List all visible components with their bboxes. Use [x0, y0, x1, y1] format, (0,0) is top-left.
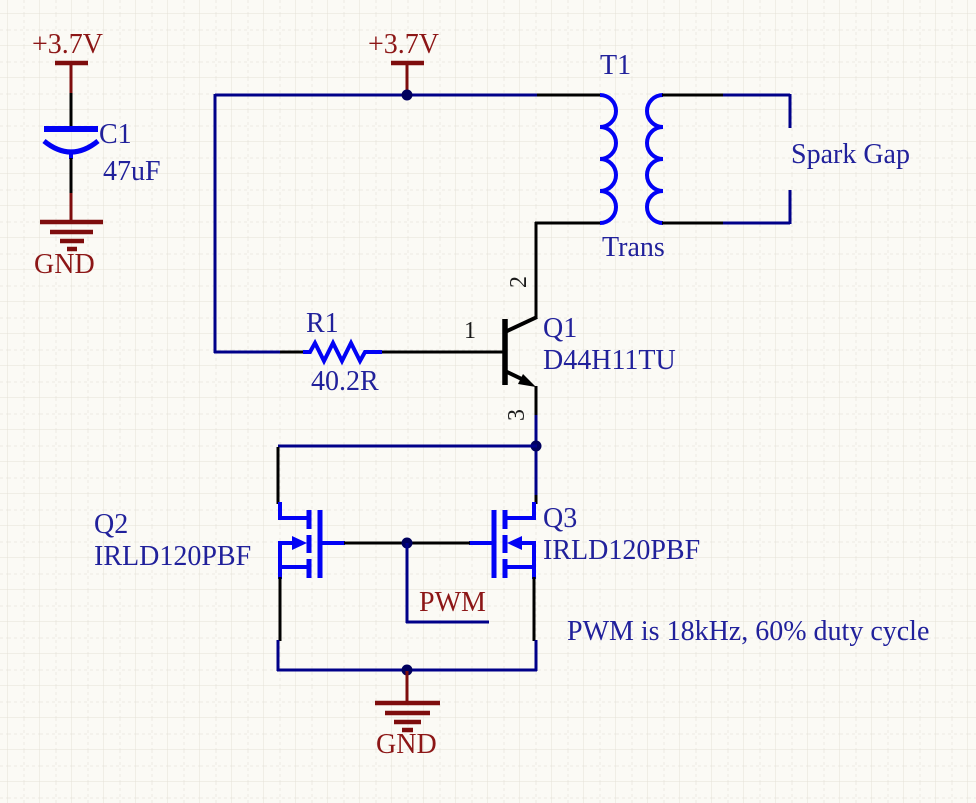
pwm-note[interactable]: PWM is 18kHz, 60% duty cycle	[567, 616, 930, 647]
gnd-bottom-label[interactable]: GND	[376, 729, 437, 760]
q1-pin-base-number: 1	[464, 318, 476, 344]
junction-gnd-rail	[401, 664, 413, 676]
r1-value[interactable]: 40.2R	[311, 366, 379, 397]
transformer-t1-symbol[interactable]	[535, 93, 724, 225]
q1-pin-emitter-number: 3	[504, 409, 530, 421]
resistor-r1-symbol[interactable]	[280, 338, 506, 366]
capacitor-c1-symbol[interactable]	[42, 93, 100, 194]
gnd-symbol-left[interactable]	[40, 193, 103, 252]
transistor-q1-symbol[interactable]	[502, 222, 538, 416]
gnd-left-label[interactable]: GND	[34, 249, 95, 280]
wire-spark-gap[interactable]	[723, 93, 792, 225]
wire-mosfet-top-rail[interactable]	[276, 444, 537, 504]
vcc-symbol-left[interactable]	[55, 60, 88, 95]
q3-designator[interactable]: Q3	[543, 503, 578, 534]
c1-value[interactable]: 47uF	[103, 156, 161, 187]
r1-designator[interactable]: R1	[306, 308, 339, 339]
q1-value[interactable]: D44H11TU	[543, 345, 676, 376]
junction-vcc-rail	[401, 89, 413, 101]
mosfet-q2-symbol[interactable]	[278, 502, 345, 579]
q2-value[interactable]: IRLD120PBF	[94, 541, 252, 572]
gnd-symbol-bottom[interactable]	[375, 671, 440, 733]
vcc-center-label[interactable]: +3.7V	[368, 29, 440, 60]
t1-value[interactable]: Trans	[602, 232, 665, 263]
q1-designator[interactable]: Q1	[543, 313, 578, 344]
q2-designator[interactable]: Q2	[94, 509, 129, 540]
q3-value[interactable]: IRLD120PBF	[543, 535, 701, 566]
vcc-symbol-center[interactable]	[391, 60, 424, 94]
pwm-net-label[interactable]: PWM	[419, 587, 486, 618]
q1-pin-collector-number: 2	[506, 276, 532, 288]
wire-vcc-rail[interactable]	[213, 93, 538, 354]
spark-gap-label[interactable]: Spark Gap	[791, 139, 910, 170]
c1-designator[interactable]: C1	[99, 119, 132, 150]
wire-pwm[interactable]	[405, 543, 489, 624]
mosfet-q3-symbol[interactable]	[469, 502, 536, 579]
vcc-left-label[interactable]: +3.7V	[32, 29, 104, 60]
t1-designator[interactable]: T1	[600, 50, 632, 81]
